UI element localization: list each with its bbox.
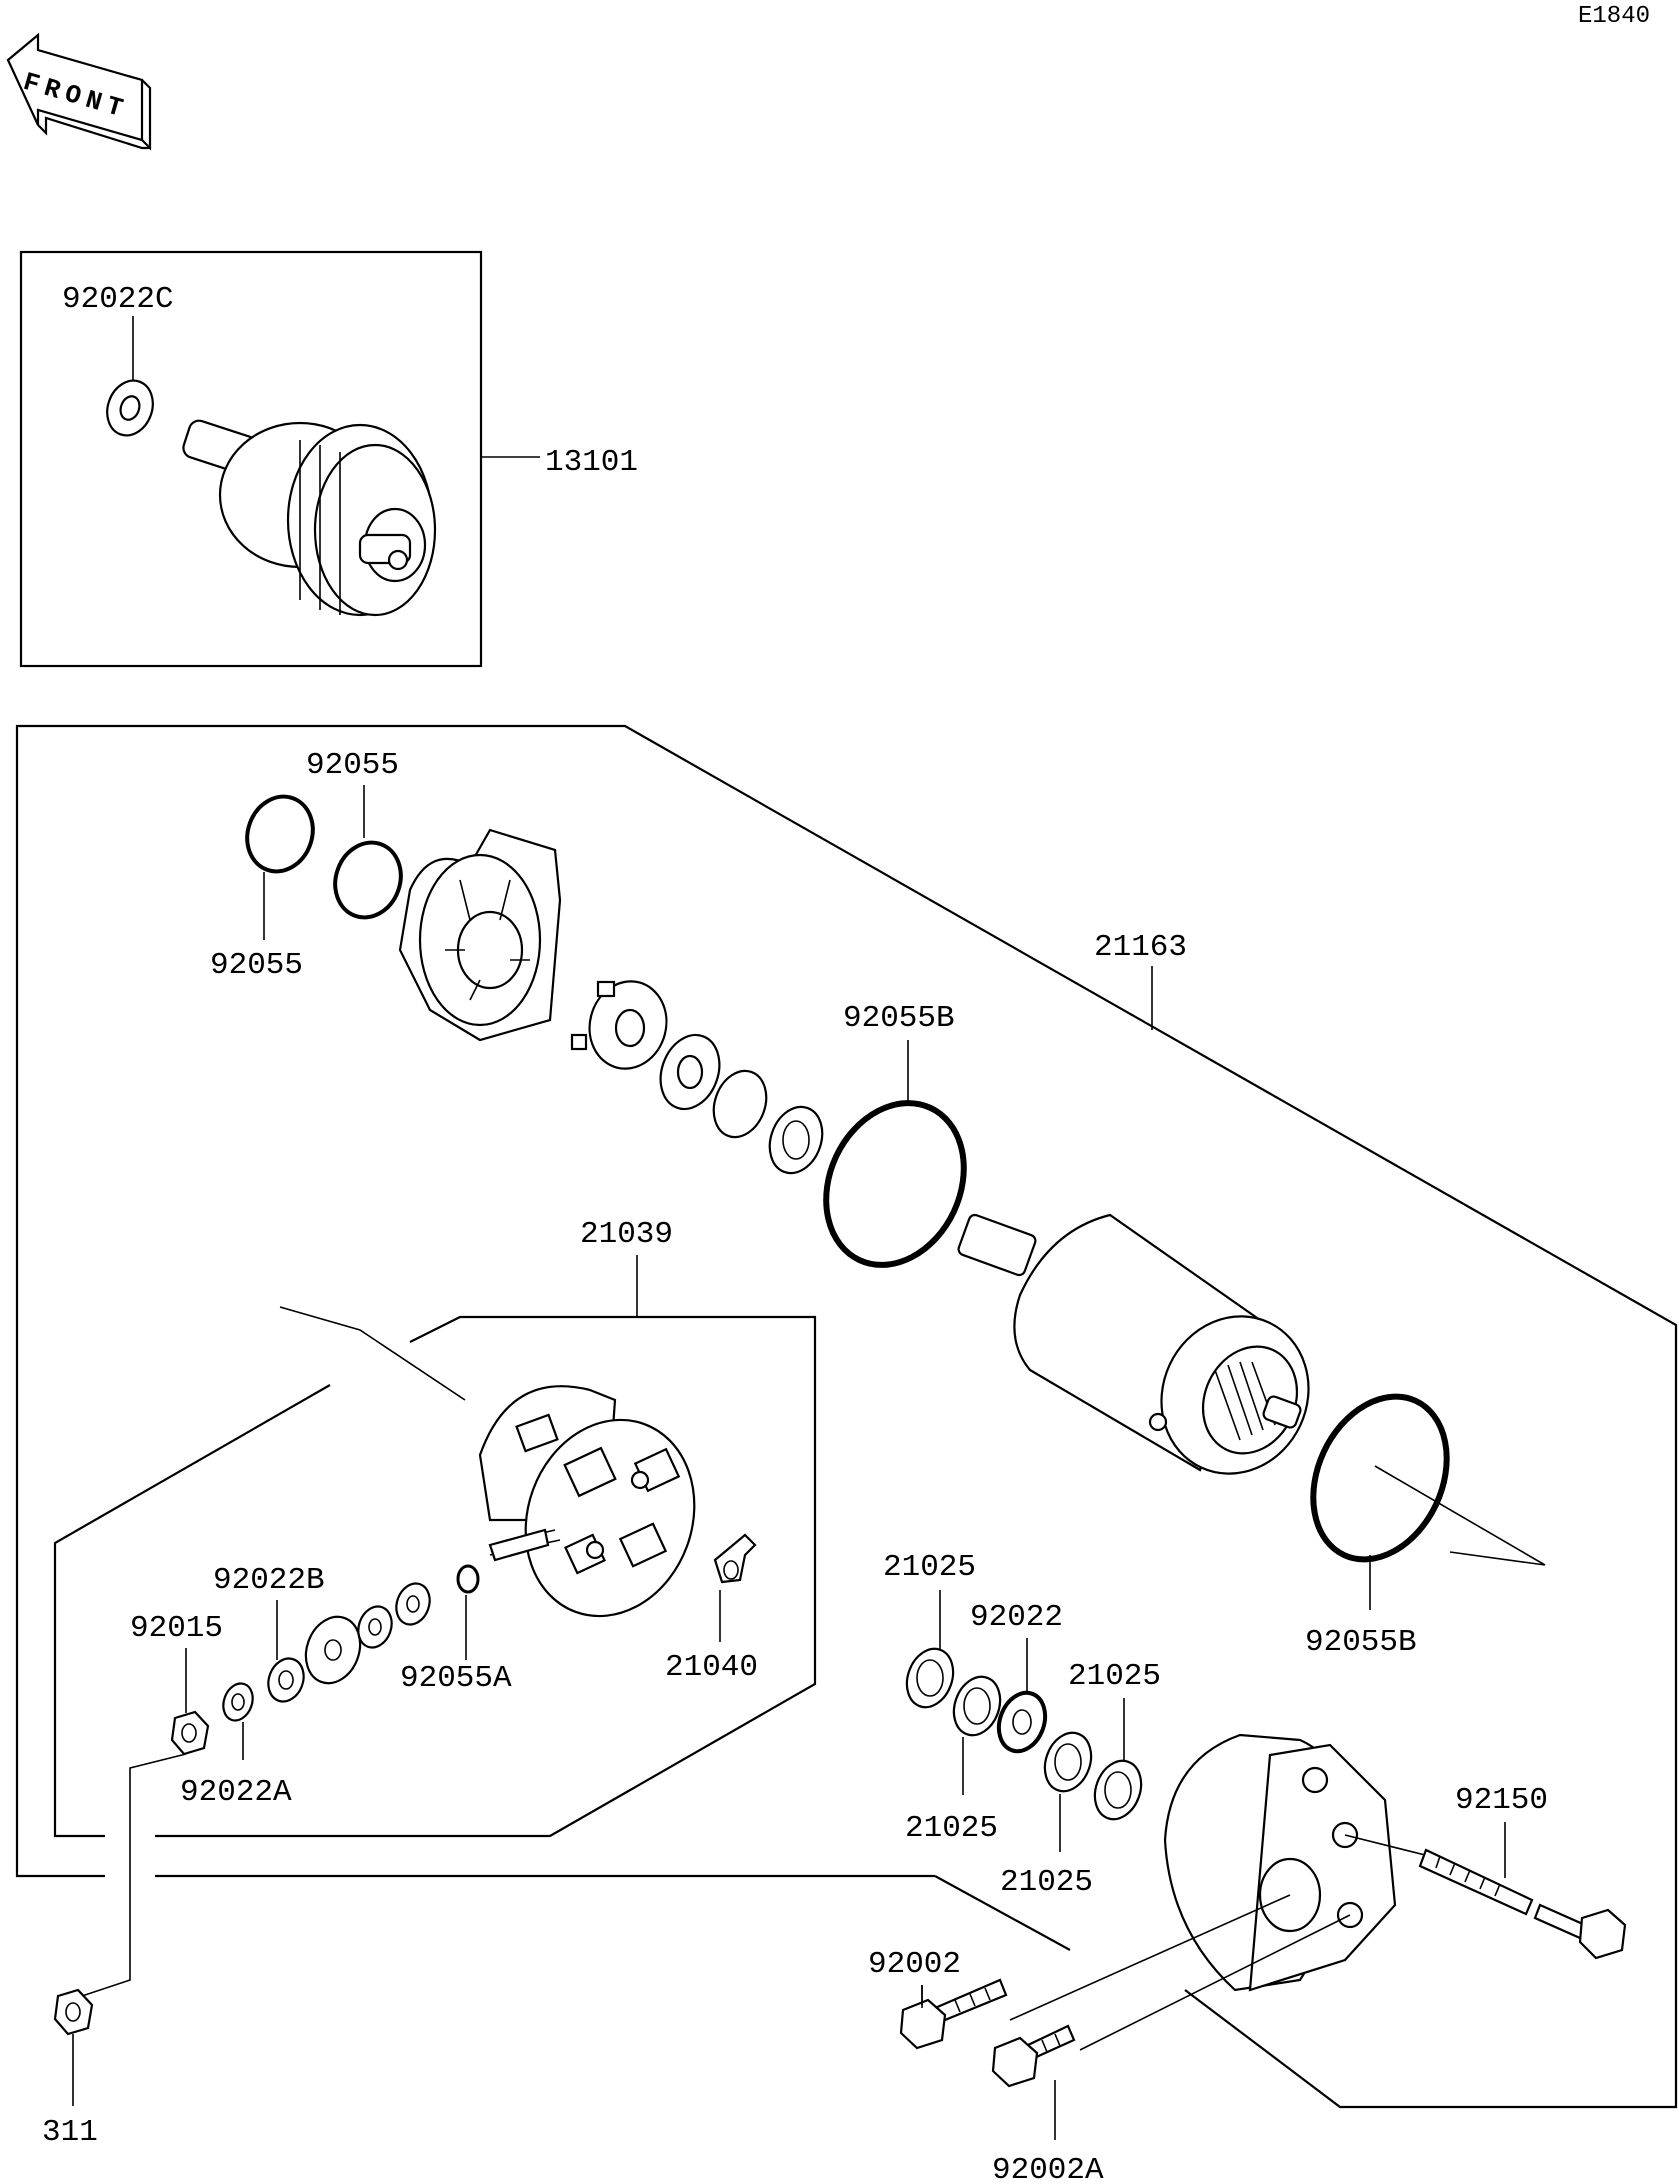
label-92022B: 92022B [213,1563,325,1598]
label-21025-b: 21025 [905,1811,998,1846]
label-92002: 92002 [868,1947,961,1982]
label-21025-c: 21025 [1000,1865,1093,1900]
washer-21025-b [952,1675,1002,1737]
label-92055A: 92055A [400,1661,512,1696]
washer-92022 [996,1690,1048,1754]
label-92055-top: 92055 [306,748,399,783]
brush-holder-assembly [478,1385,696,1618]
diagram-code: E1840 [1578,3,1650,30]
washer-92022B [267,1657,305,1703]
label-92022A: 92022A [180,1775,292,1810]
washer-92022C [106,379,154,437]
nut-92015 [170,1710,210,1756]
brush-holder-box [155,1315,817,1838]
label-92022C: 92022C [62,282,174,317]
starter-clutch-assembly [182,419,437,617]
label-92002A: 92002A [992,2153,1104,2184]
front-cover [398,828,562,1042]
o-ring-92055B-a [823,1100,967,1268]
o-ring-92055-a [245,794,315,874]
label-92055B-top: 92055B [843,1001,955,1036]
o-ring-92055B-b [1310,1393,1450,1563]
washer-21025-c [1043,1731,1093,1793]
label-13101: 13101 [545,445,638,480]
bolt-92150 [1418,1848,1627,1960]
bolt-92002 [899,1978,1008,2050]
washer-stack-front [659,1033,824,1175]
label-92150: 92150 [1455,1783,1548,1818]
insulator-washer [304,1582,431,1685]
front-arrow-icon: FRONT [6,32,152,151]
washer-21025-a [905,1647,955,1709]
label-21163: 21163 [1094,930,1187,965]
brush-spring-21040 [713,1533,757,1584]
label-311: 311 [42,2115,98,2150]
o-ring-92055A [456,1564,480,1594]
label-21025-d: 21025 [1068,1659,1161,1694]
motor-yoke [957,1213,1310,1475]
starter-motor-outline [15,724,1678,2109]
bolt-92002A [991,2024,1076,2088]
label-92015: 92015 [130,1611,223,1646]
label-92022: 92022 [970,1600,1063,1635]
label-92055B-bottom: 92055B [1305,1625,1417,1660]
label-21039: 21039 [580,1217,673,1252]
nut-311 [53,1988,94,2036]
washer-21025-d [1093,1759,1143,1821]
lock-plate [570,980,668,1070]
washer-92022A [222,1682,254,1722]
rear-cover [1163,1733,1397,1992]
label-92055-bottom: 92055 [210,948,303,983]
o-ring-92055-b [333,840,403,920]
label-21025-a: 21025 [883,1550,976,1585]
label-21040: 21040 [665,1650,758,1685]
starter-clutch-box [19,250,483,668]
